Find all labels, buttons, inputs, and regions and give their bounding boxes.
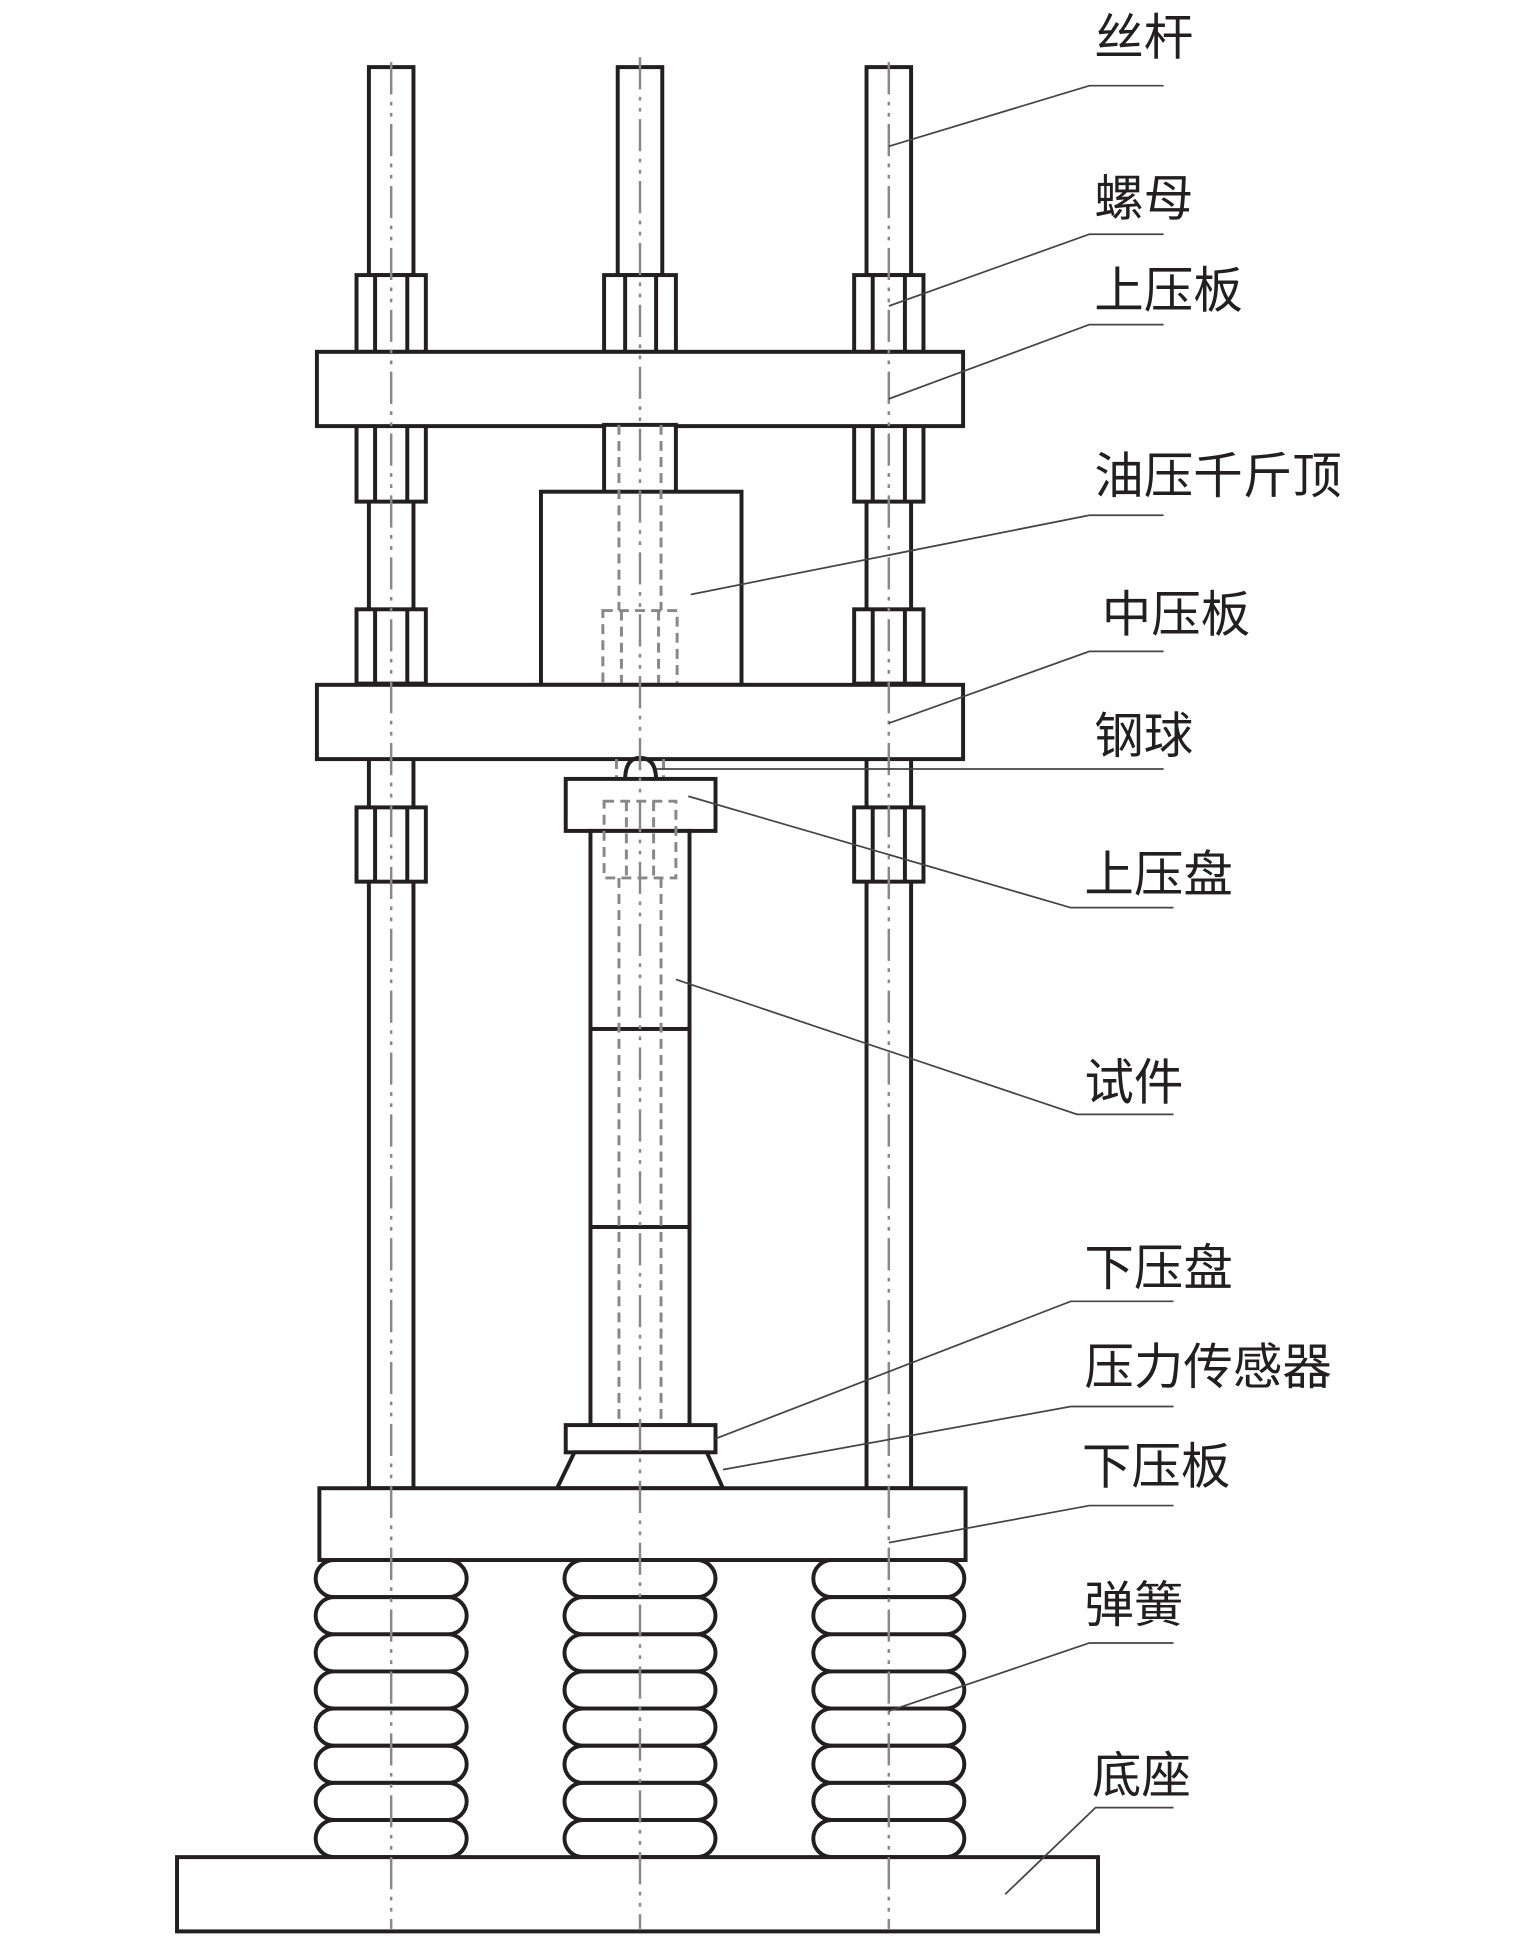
label-middle-plate: 中压板 [1102, 586, 1251, 644]
label-lower-platen: 下压盘 [1084, 1239, 1232, 1297]
label-nut: 螺母 [1094, 170, 1193, 228]
label-spring: 弹簧 [1084, 1576, 1183, 1634]
label-hydraulic-jack: 油压千斤顶 [1094, 447, 1342, 505]
center-lines [389, 57, 891, 1929]
label-lower-plate: 下压板 [1082, 1437, 1231, 1495]
hydraulic-jack [538, 489, 744, 687]
spring-coil [562, 1632, 718, 1674]
label-screw-rod: 丝杆 [1094, 9, 1193, 67]
base [175, 1855, 1101, 1934]
label-base: 底座 [1092, 1747, 1191, 1805]
label-pressure-sensor: 压力传感器 [1084, 1338, 1332, 1396]
label-upper-plate: 上压板 [1094, 261, 1243, 319]
screw-rod-left-top [366, 65, 416, 278]
label-specimen: 试件 [1084, 1054, 1183, 1112]
label-steel-ball: 钢球 [1094, 707, 1193, 765]
leader-lines [656, 84, 1174, 1895]
screw-rod-right-top [864, 65, 914, 278]
labels: 丝杆 螺母 上压板 油压千斤顶 中压板 钢球 上压盘 试件 下压盘 压力传感器 … [1082, 9, 1342, 1805]
screw-rod-left-mid [366, 493, 416, 616]
spring-coil [562, 1818, 718, 1860]
label-upper-platen: 上压盘 [1084, 846, 1232, 904]
lower-plate [317, 1486, 968, 1563]
